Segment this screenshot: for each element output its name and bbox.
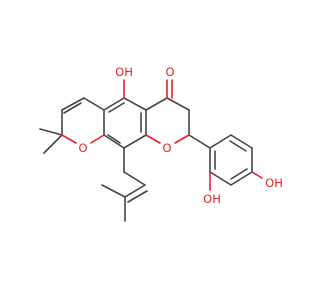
atom-label-ketone-oxygen: O (165, 65, 174, 79)
atom-label-hydroxyl-para: OH (265, 176, 283, 190)
heteroatom-bonds (61, 79, 263, 191)
bond (103, 97, 125, 111)
bond (230, 134, 253, 149)
atom-label-ring-oxygen-left: O (78, 141, 87, 155)
atom-labels: OH O O O OH OH (78, 65, 282, 206)
bond (123, 171, 146, 186)
bond (251, 171, 263, 179)
bond (101, 184, 126, 198)
bond (145, 134, 161, 144)
bond-double (107, 134, 121, 144)
bond (145, 97, 168, 111)
bond (123, 97, 147, 111)
bond (90, 134, 105, 144)
bond-double (230, 168, 248, 180)
atom-label-hydroxyl-top: OH (115, 65, 133, 79)
bond (43, 134, 63, 154)
bond (230, 171, 253, 186)
bond (209, 171, 232, 186)
atom-label-ring-oxygen-right: O (162, 141, 171, 155)
carbon-bonds (39, 97, 253, 222)
bond (39, 128, 63, 136)
bond (174, 134, 190, 144)
bond (83, 97, 105, 111)
bond (123, 134, 147, 149)
bond-double (229, 140, 247, 152)
atom-label-hydroxyl-ortho: OH (203, 192, 221, 206)
bond (209, 134, 232, 149)
bond-double (127, 190, 148, 203)
bond (124, 184, 146, 198)
molecule-structure: OH O O O OH OH (39, 65, 283, 222)
bond (61, 134, 77, 144)
bond-double (63, 102, 82, 114)
bond (103, 134, 125, 149)
bond (166, 97, 190, 111)
bond-double (108, 102, 125, 113)
bond (61, 97, 85, 111)
bond (188, 134, 211, 149)
